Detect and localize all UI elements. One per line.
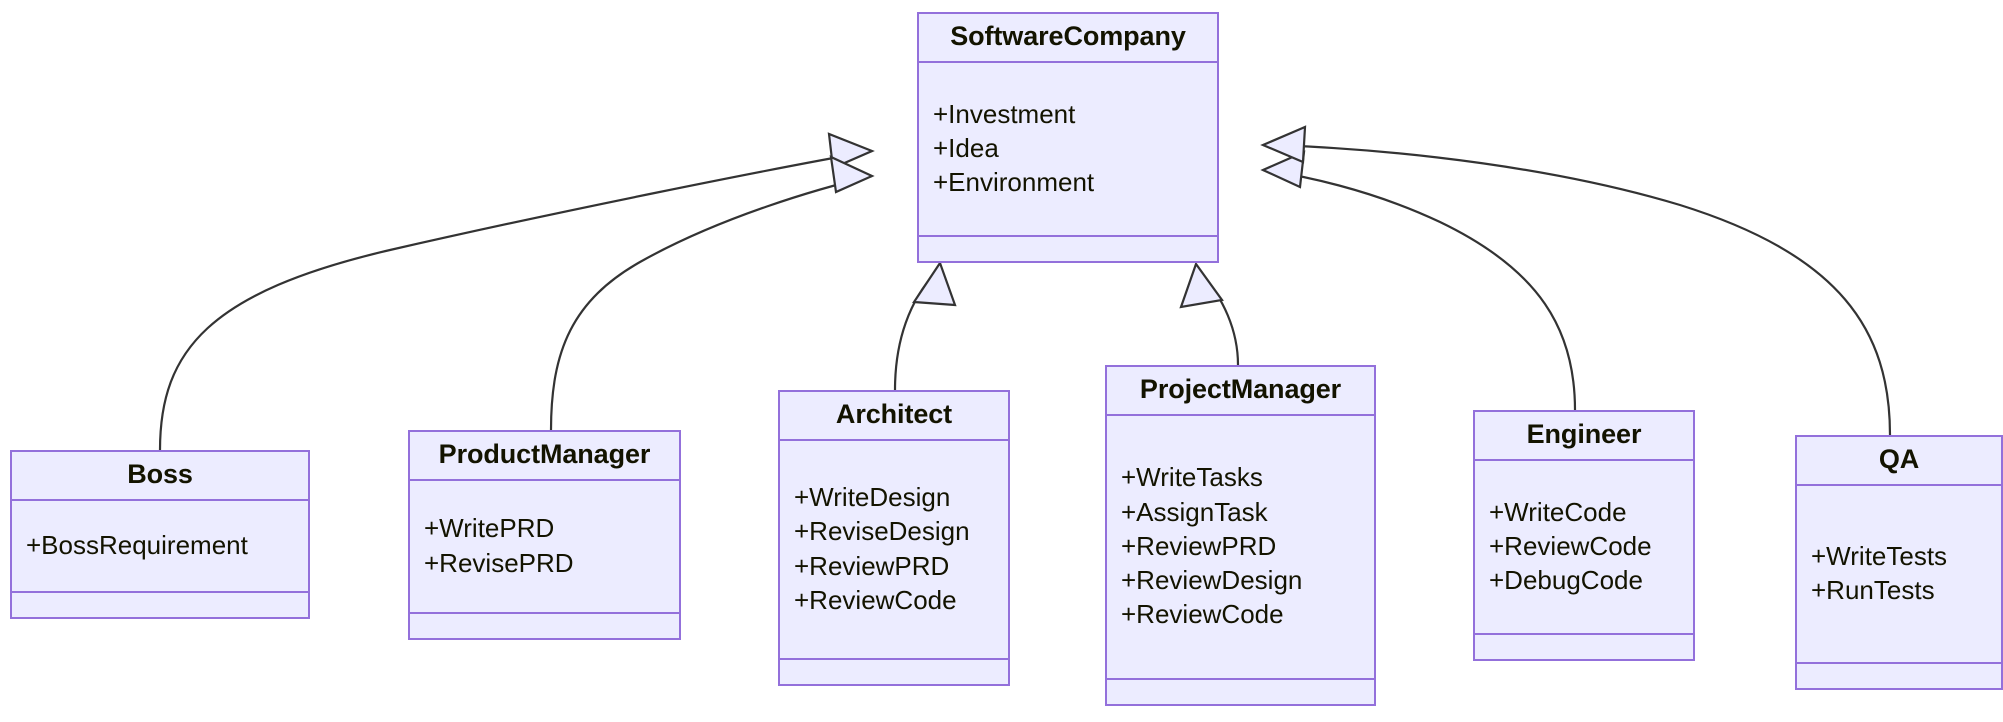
class-attribute: +ReviewCode [1121, 599, 1284, 630]
class-attribute: +WriteTasks [1121, 462, 1263, 493]
class-attributes-softwarecompany: +Investment +Idea +Environment [919, 63, 1217, 237]
class-attributes-architect: +WriteDesign +ReviseDesign +ReviewPRD +R… [780, 441, 1008, 660]
class-attribute: +RevisePRD [424, 547, 574, 578]
uml-class-qa[interactable]: QA +WriteTests +RunTests [1795, 435, 2003, 690]
class-methods-qa [1797, 664, 2001, 688]
class-title-engineer: Engineer [1475, 412, 1693, 461]
class-methods-productmanager [410, 614, 679, 638]
class-attribute: +AssignTask [1121, 496, 1268, 527]
class-attributes-qa: +WriteTests +RunTests [1797, 486, 2001, 664]
class-attributes-projectmanager: +WriteTasks +AssignTask +ReviewPRD +Revi… [1107, 416, 1374, 680]
edge-projectmanager-to-softwarecompany [1179, 261, 1240, 366]
class-methods-boss [12, 593, 308, 617]
class-attribute: +DebugCode [1489, 565, 1643, 596]
class-methods-projectmanager [1107, 680, 1374, 704]
class-attribute: +Idea [933, 132, 999, 163]
class-attribute: +ReviewPRD [1121, 530, 1277, 561]
uml-class-softwarecompany[interactable]: SoftwareCompany +Investment +Idea +Envir… [917, 12, 1219, 263]
edge-boss-to-softwarecompany [158, 132, 875, 451]
class-attribute: +ReviewDesign [1121, 565, 1303, 596]
class-title-qa: QA [1797, 437, 2001, 486]
class-methods-softwarecompany [919, 237, 1217, 261]
class-attribute: +Environment [933, 167, 1095, 198]
class-attribute: +WriteTests [1811, 540, 1948, 571]
class-attribute: +Investment [933, 98, 1076, 129]
uml-class-productmanager[interactable]: ProductManager +WritePRD +RevisePRD [408, 430, 681, 640]
class-title-projectmanager: ProjectManager [1107, 367, 1374, 416]
class-attributes-productmanager: +WritePRD +RevisePRD [410, 481, 679, 614]
class-title-productmanager: ProductManager [410, 432, 679, 481]
class-attribute: +ReviseDesign [794, 516, 970, 547]
class-attributes-boss: +BossRequirement [12, 501, 308, 593]
class-attribute: +ReviewCode [1489, 530, 1652, 561]
class-methods-architect [780, 660, 1008, 684]
uml-class-architect[interactable]: Architect +WriteDesign +ReviseDesign +Re… [778, 390, 1010, 686]
class-attribute: +WriteCode [1489, 496, 1627, 527]
class-attribute: +ReviewCode [794, 584, 957, 615]
class-attributes-engineer: +WriteCode +ReviewCode +DebugCode [1475, 461, 1693, 635]
uml-class-projectmanager[interactable]: ProjectManager +WriteTasks +AssignTask +… [1105, 365, 1376, 706]
class-methods-engineer [1475, 635, 1693, 659]
class-title-softwarecompany: SoftwareCompany [919, 14, 1217, 63]
class-title-boss: Boss [12, 452, 308, 501]
class-title-architect: Architect [780, 392, 1008, 441]
class-attribute: +RunTests [1811, 575, 1935, 605]
edge-architect-to-softwarecompany [893, 260, 957, 391]
class-attribute: +WritePRD [424, 513, 555, 544]
class-attribute: +WriteDesign [794, 481, 951, 512]
uml-class-engineer[interactable]: Engineer +WriteCode +ReviewCode +DebugCo… [1473, 410, 1695, 661]
class-attribute: +BossRequirement [26, 529, 248, 560]
uml-class-boss[interactable]: Boss +BossRequirement [10, 450, 310, 619]
class-attribute: +ReviewPRD [794, 550, 950, 581]
